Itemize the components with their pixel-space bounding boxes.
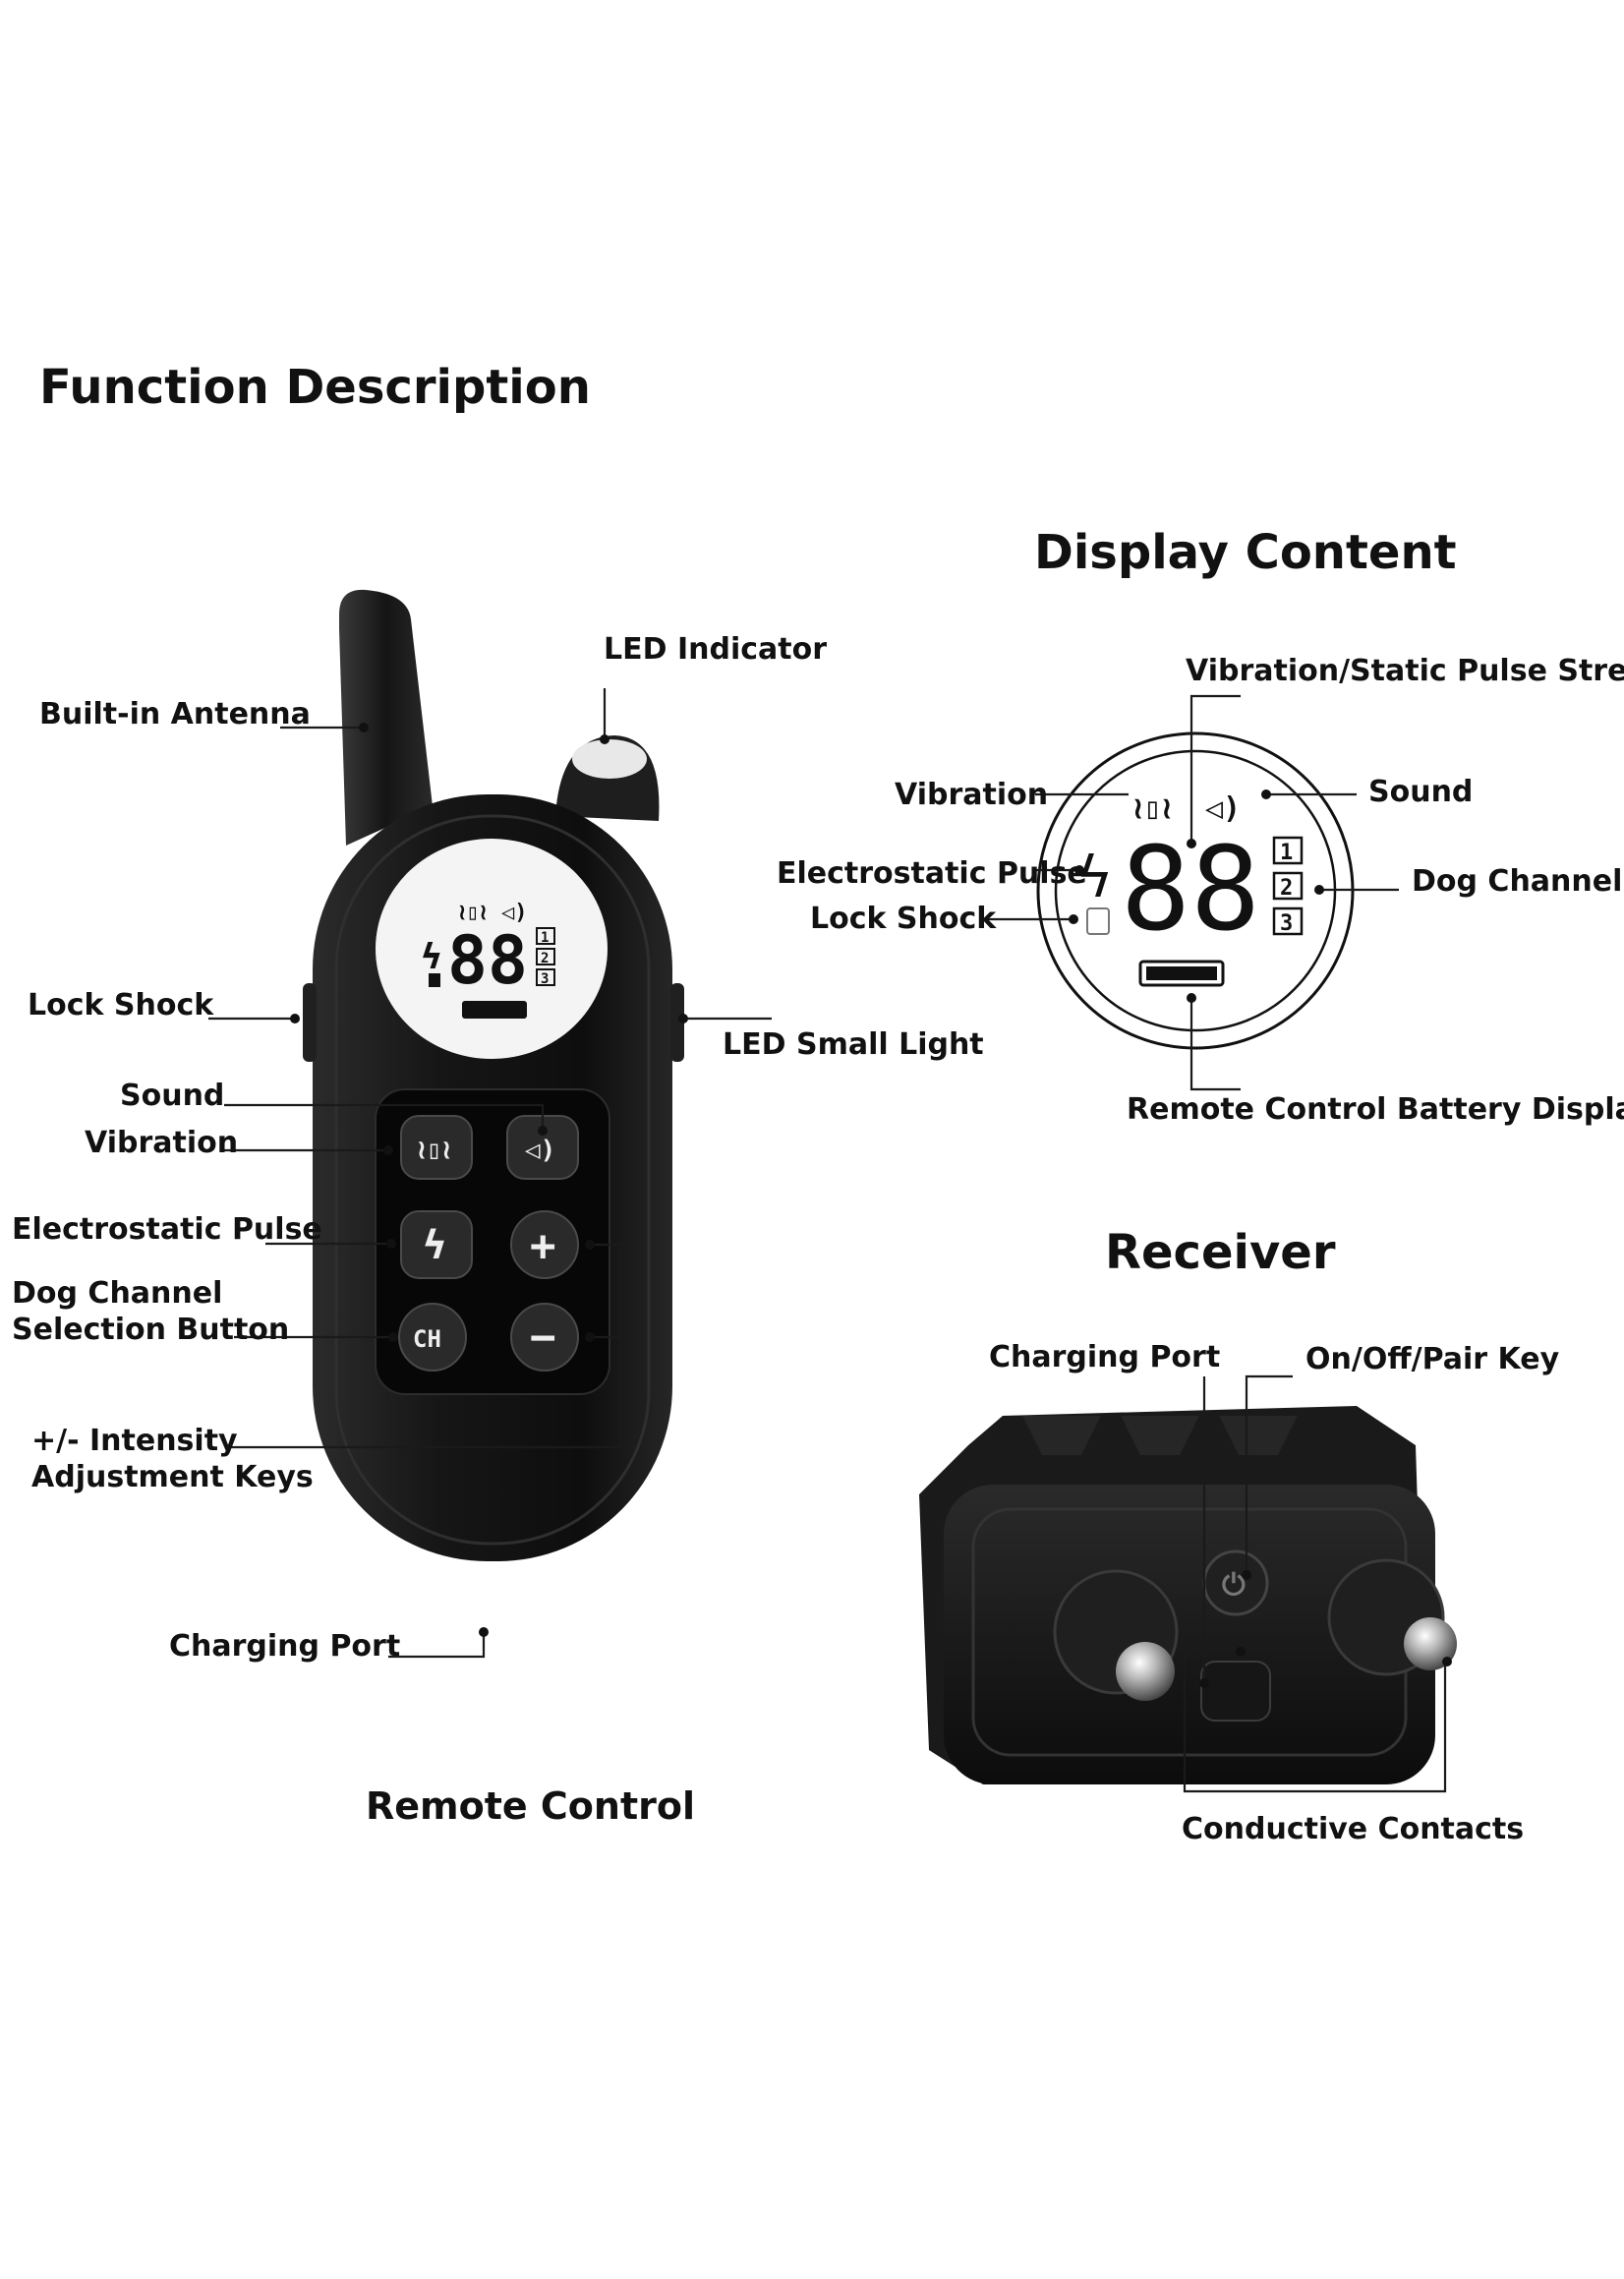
label-display-vibration: Vibration — [895, 778, 1048, 812]
receiver-body — [944, 1485, 1435, 1784]
label-led-small-light: LED Small Light — [723, 1027, 984, 1062]
lcd-digits: 88 — [447, 922, 528, 1000]
minus-icon: − — [530, 1313, 556, 1363]
vibration-icon: ≀▯≀ — [417, 1136, 451, 1165]
ch-button[interactable] — [398, 1303, 467, 1372]
lcd-channel-2-box — [536, 948, 555, 965]
vibration-button[interactable] — [400, 1115, 473, 1180]
lcd-vibration-icon: ≀▯≀ — [458, 901, 488, 925]
bolt-icon: ϟ — [423, 1223, 446, 1268]
label-display-dog-channel: Dog Channel — [1412, 864, 1622, 899]
remote-inner-rim — [334, 814, 651, 1546]
lcd-channel-1-box — [536, 927, 555, 945]
label-vibration: Vibration — [85, 1126, 238, 1160]
label-display-lock-shock: Lock Shock — [810, 902, 997, 936]
display-heading: Display Content — [1034, 525, 1457, 580]
plus-icon: + — [530, 1221, 556, 1271]
side-grip-right — [670, 983, 684, 1062]
display-leaders — [983, 694, 1399, 1091]
lcd-sound-icon: ◁) — [501, 901, 528, 925]
label-intensity-line1: +/- Intensity — [31, 1424, 238, 1458]
label-dog-channel-line1: Dog Channel — [12, 1276, 222, 1311]
remote-lcd — [376, 839, 608, 1059]
lock-shock-side-button[interactable] — [303, 983, 317, 1062]
label-remote-charging-port: Charging Port — [169, 1629, 400, 1664]
lcd-channel-3: 3 — [541, 971, 549, 987]
display-battery-bars — [1146, 966, 1217, 980]
display-channel-1: 1 — [1280, 841, 1293, 865]
lcd-channel-3-box — [536, 968, 555, 986]
display-battery-frame — [1138, 960, 1225, 987]
lcd-lock-icon — [429, 973, 440, 987]
label-display-sound: Sound — [1368, 775, 1473, 809]
label-conductive-contacts: Conductive Contacts — [1182, 1812, 1524, 1846]
sound-icon: ◁) — [525, 1136, 555, 1165]
label-display-battery: Remote Control Battery Display — [1127, 1092, 1624, 1127]
label-intensity-line2: Adjustment Keys — [31, 1460, 314, 1494]
receiver-unit: ⏻ — [919, 1406, 1457, 1784]
lcd-battery — [462, 1001, 527, 1019]
label-display-strength: Vibration/Static Pulse Strength — [1186, 654, 1624, 688]
display-detail: ≀▯≀ ◁) ϟ 88 1 2 3 — [1036, 731, 1355, 1050]
antenna — [339, 589, 433, 846]
label-receiver-power-key: On/Off/Pair Key — [1305, 1342, 1560, 1376]
remote-leaders — [208, 688, 772, 1659]
label-sound: Sound — [120, 1079, 224, 1113]
label-electrostatic-pulse: Electrostatic Pulse — [12, 1212, 322, 1247]
label-display-electrostatic-pulse: Electrostatic Pulse — [777, 856, 1087, 891]
lcd-channel-1: 1 — [541, 930, 549, 946]
led-indicator-light — [572, 739, 647, 779]
display-channel-3: 3 — [1280, 911, 1293, 936]
receiver-leaders — [1183, 1374, 1452, 1793]
display-sound-icon: ◁) — [1205, 791, 1241, 826]
page-title: Function Description — [39, 360, 591, 415]
remote-control: ≀▯≀ ◁) ϟ 88 1 2 3 ≀▯≀ ◁) ϟ + CH − — [303, 589, 684, 1561]
label-receiver-charging-port: Charging Port — [989, 1340, 1220, 1374]
minus-button[interactable] — [510, 1303, 579, 1372]
plus-button[interactable] — [510, 1210, 579, 1279]
left-contact-prong — [1116, 1642, 1175, 1701]
label-led-indicator: LED Indicator — [604, 632, 827, 667]
label-lock-shock: Lock Shock — [28, 988, 214, 1023]
remote-caption: Remote Control — [366, 1784, 695, 1828]
receiver-ridges — [1022, 1416, 1298, 1455]
display-channel-1-box — [1272, 836, 1304, 865]
display-channel-2-box — [1272, 871, 1304, 901]
lcd-channel-2: 2 — [541, 951, 549, 966]
display-vibration-icon: ≀▯≀ — [1132, 791, 1173, 826]
power-icon: ⏻ — [1222, 1568, 1246, 1603]
label-dog-channel-line2: Selection Button — [12, 1313, 289, 1347]
right-contact-prong — [1404, 1617, 1457, 1670]
display-bolt-icon: ϟ — [1077, 844, 1112, 910]
label-built-in-antenna: Built-in Antenna — [39, 697, 311, 731]
receiver-charging-port — [1200, 1661, 1271, 1722]
ch-button-label: CH — [413, 1325, 441, 1353]
electrostatic-pulse-button[interactable] — [400, 1210, 473, 1279]
display-channel-2: 2 — [1280, 876, 1293, 901]
lcd-bolt-icon: ϟ — [421, 937, 442, 977]
receiver-heading: Receiver — [1105, 1225, 1336, 1280]
display-lock-icon — [1086, 907, 1110, 935]
display-channel-3-box — [1272, 906, 1304, 936]
